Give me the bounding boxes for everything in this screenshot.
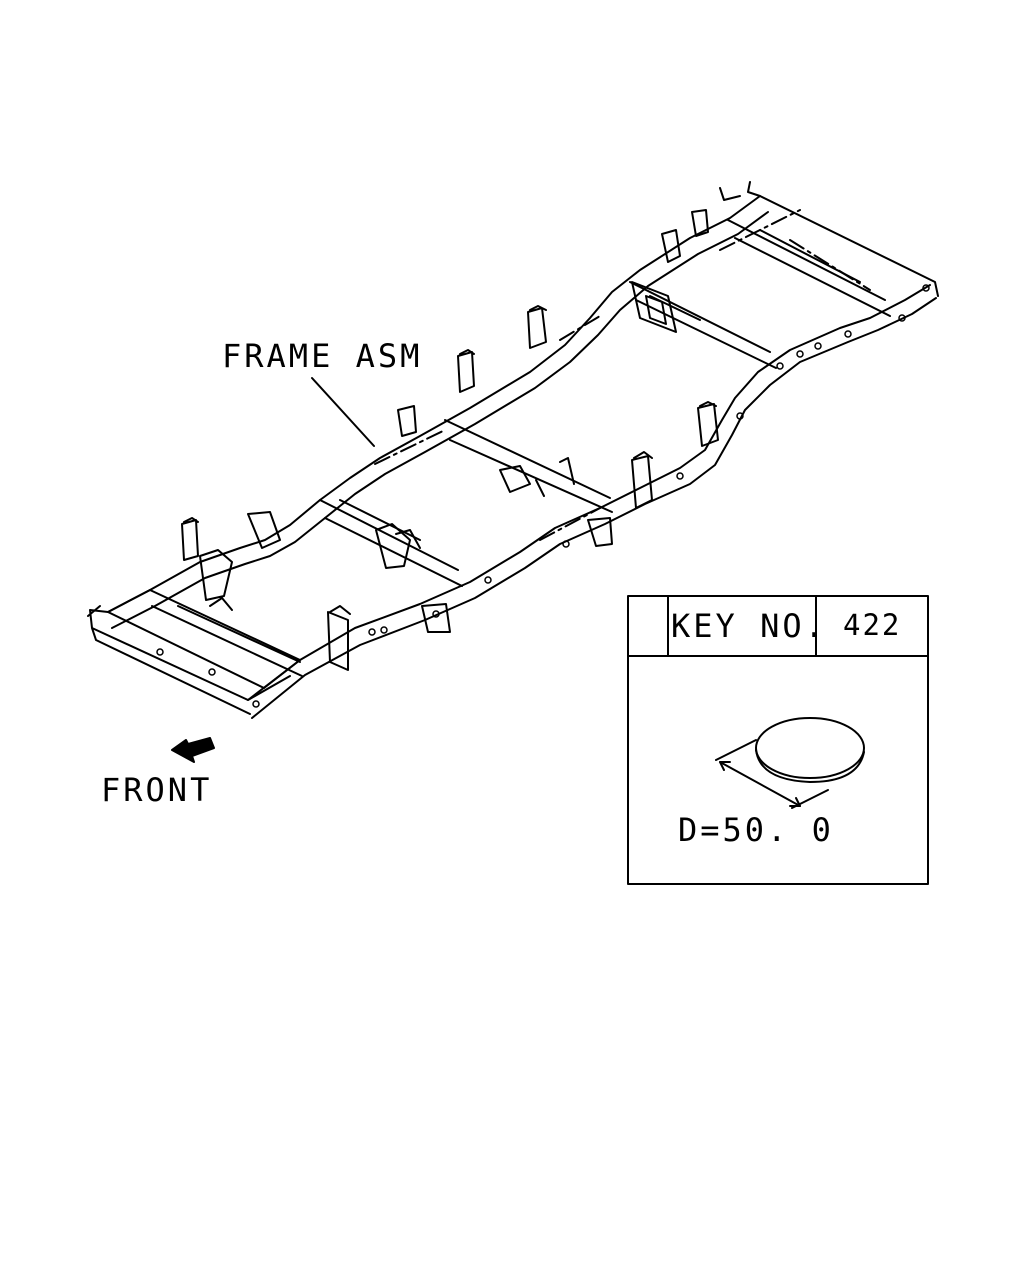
body-mount-bracket (327, 401, 719, 671)
key-no-value: 422 (843, 608, 902, 642)
frame-asm-label: FRAME ASM (222, 337, 423, 375)
rear-crossmember-1 (629, 281, 777, 369)
chassis-frame (87, 181, 939, 719)
key-table-border (627, 595, 929, 885)
mid-crossmember-2 (444, 419, 613, 513)
hidden-lines (374, 209, 871, 541)
right-side-rail (107, 195, 769, 629)
engine-mount (199, 457, 575, 611)
front-crossmember (149, 589, 303, 677)
body-mount-bracket-far (181, 187, 741, 561)
rear-end-crossmember (747, 181, 939, 297)
key-table (627, 595, 929, 885)
front-bumper-crossmember (87, 589, 301, 715)
front-direction-label: FRONT (101, 771, 213, 809)
circular-plug-icon (715, 717, 865, 809)
diameter-label: D=50. 0 (678, 811, 834, 849)
rear-box-hanger (631, 281, 677, 333)
key-no-label: KEY NO. (671, 607, 827, 645)
front-arrow-icon (171, 737, 215, 763)
frame-leader-line (311, 377, 375, 447)
rail-holes (156, 284, 930, 708)
mid-crossmember-1 (319, 499, 463, 587)
